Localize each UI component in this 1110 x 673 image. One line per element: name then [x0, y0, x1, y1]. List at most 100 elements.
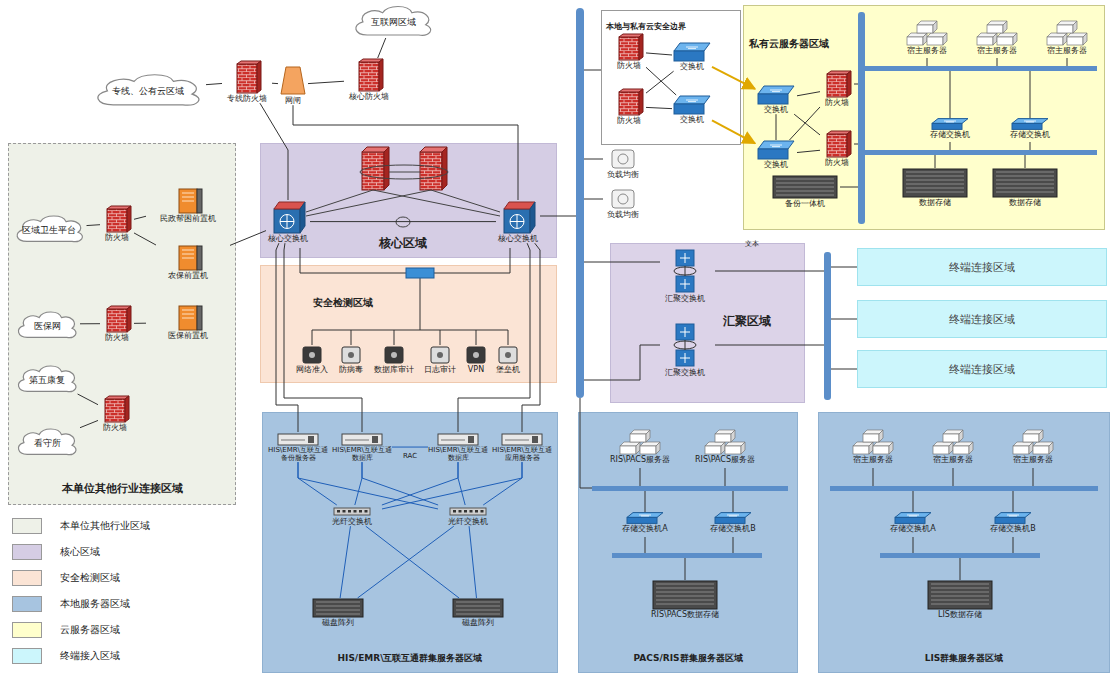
fw-icon: [379, 59, 383, 91]
cloud-shape: [356, 7, 431, 36]
device-label: 医保前置机: [146, 331, 230, 340]
host-icon: [1013, 446, 1029, 454]
sec-icon: [370, 345, 418, 365]
sec-icon: [462, 345, 490, 365]
host-icon: [840, 425, 906, 455]
network-link: [310, 221, 496, 222]
core-icon: [510, 215, 524, 229]
lb-icon: [603, 188, 643, 210]
fiber-icon: [464, 510, 467, 513]
sec-icon: [292, 345, 332, 365]
host-icon: [1047, 37, 1063, 45]
host-icon: [920, 425, 986, 455]
cloud-label: 医保网: [34, 316, 61, 333]
stor-icon: [456, 606, 500, 607]
device-node: 防火墙: [820, 70, 854, 107]
device-label: 堡垒机: [492, 365, 524, 374]
host-icon: [927, 37, 943, 45]
fw-icon: [105, 399, 125, 422]
network-link: [276, 243, 298, 432]
cloud-shape: [18, 366, 76, 392]
host-icon: [943, 33, 947, 45]
sec-icon: [348, 352, 354, 358]
host-icon: [1073, 21, 1077, 33]
device-label: 交换机: [672, 115, 712, 124]
sec-icon: [431, 347, 449, 363]
host-icon: [1035, 12, 1099, 46]
sw-icon: [932, 119, 968, 124]
sw-icon: [700, 512, 766, 524]
network-link: [378, 38, 386, 58]
stor-icon: [776, 187, 834, 188]
backbone-wiring: [540, 70, 660, 488]
front-icon: [146, 305, 230, 331]
network-link: [87, 224, 101, 226]
legend-item: 云服务器区域: [12, 622, 120, 638]
lis-bus: [830, 486, 1098, 491]
network-cloud: 互联网区域: [350, 2, 436, 38]
device-label: VPN: [462, 365, 490, 374]
network-cloud: 区域卫生平台: [12, 212, 87, 244]
stor-icon: [776, 191, 834, 192]
sw-icon: [895, 513, 931, 518]
edge-label-holder: RAC: [401, 443, 419, 462]
legend-swatch: [12, 570, 42, 586]
host-icon: [1023, 434, 1039, 442]
sec-icon: [309, 352, 315, 358]
zone-title: 汇聚区域: [723, 314, 771, 329]
device-label: 日志审计: [420, 365, 460, 374]
zone-title: 私有云服务器区域: [749, 38, 829, 51]
device-node: 光纤交换机: [438, 505, 498, 526]
device-label: 防火墙: [820, 98, 854, 107]
sec-icon: [437, 352, 443, 358]
fiber-icon: [438, 505, 498, 517]
sec-icon: [420, 345, 460, 365]
sw-icon: [674, 51, 704, 61]
device-node: 宿主服务器: [1000, 425, 1066, 464]
device-label: 存储交换机: [1000, 130, 1060, 139]
device-label: 数据存储: [985, 198, 1065, 207]
core-firewall: [420, 152, 442, 190]
sec-icon: [473, 352, 479, 358]
fw-icon: [127, 306, 131, 332]
fiber-icon: [475, 510, 478, 513]
legend-item: 本地服务器区域: [12, 596, 130, 612]
network-cloud: 专线、公有云区域: [90, 70, 206, 108]
sw-icon: [920, 118, 980, 130]
stor-icon: [996, 184, 1054, 185]
agg-icon: [674, 267, 696, 275]
legend-item: 核心区域: [12, 544, 100, 560]
core-wiring: [389, 172, 420, 173]
sw-icon: [758, 149, 788, 159]
zone-panel: 交换机交换机防火墙防火墙宿主服务器宿主服务器宿主服务器存储交换机存储交换机备份一…: [743, 5, 1105, 230]
device-node: 磁盘阵列: [450, 598, 506, 627]
fw-icon: [827, 74, 847, 97]
device-label: 防火墙: [612, 61, 646, 70]
network-link: [797, 150, 820, 152]
stor-icon: [776, 179, 834, 180]
stor-icon: [903, 169, 967, 197]
lb-icon: [618, 194, 628, 204]
stor-icon: [931, 592, 989, 593]
host-icon: [1083, 33, 1087, 45]
stor-icon: [656, 584, 714, 585]
agg-icon: [680, 279, 690, 289]
host-icon: [873, 446, 889, 454]
fw-icon: [612, 33, 646, 61]
sw-icon: [755, 140, 797, 160]
host-icon: [997, 37, 1013, 45]
cloud-bus: [865, 150, 1097, 155]
front-icon: [182, 193, 194, 194]
his-icon: [438, 434, 478, 445]
network-link: [794, 114, 820, 135]
front-icon: [146, 245, 230, 271]
front-icon: [197, 306, 202, 330]
device-node: 数据库审计: [370, 345, 418, 374]
front-icon: [182, 254, 194, 255]
lis-bus: [830, 486, 1098, 558]
network-link: [646, 53, 672, 55]
device-label: 防病毒: [334, 365, 368, 374]
device-node: 存储交换机: [920, 118, 980, 139]
cloud-label: 区域卫生平台: [22, 220, 76, 237]
